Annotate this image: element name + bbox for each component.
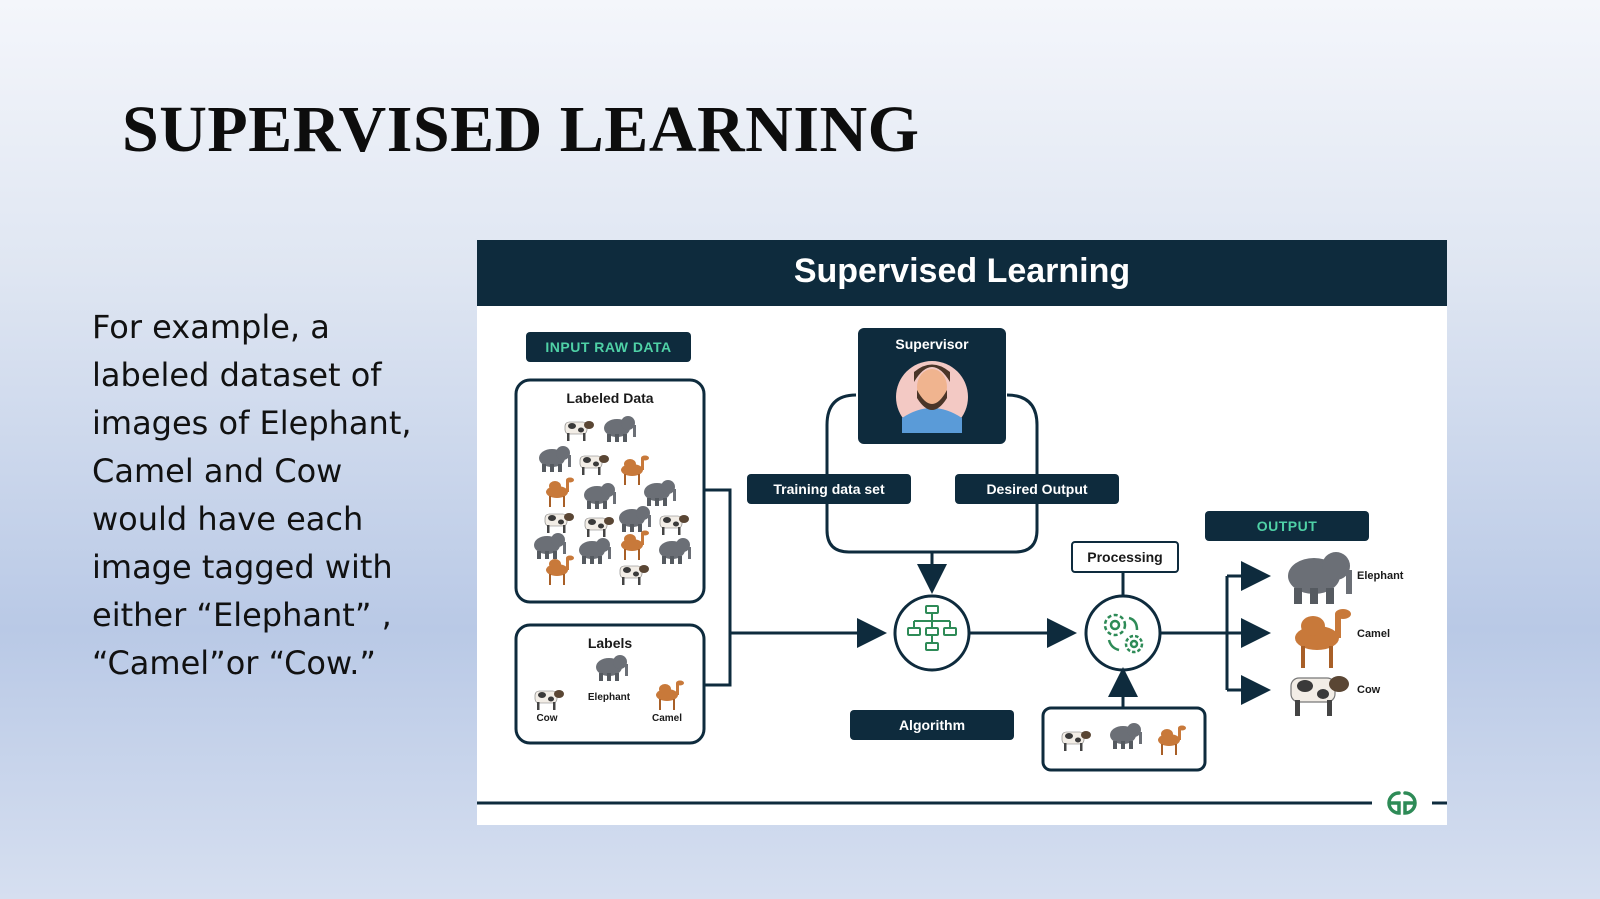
slide-body-text: For example, a labeled dataset of images…	[92, 308, 412, 682]
output-cow-label: Cow	[1357, 684, 1381, 696]
diagram-graphics	[477, 328, 1447, 815]
input-raw-data-tag: INPUT RAW DATA	[526, 332, 691, 362]
flowchart-icon	[907, 605, 957, 651]
label-cow: Cow	[536, 713, 558, 724]
algorithm-circle	[893, 594, 971, 672]
gfg-logo-icon	[1387, 791, 1417, 815]
slide-title: SUPERVISED LEARNING	[122, 93, 920, 166]
label-camel: Camel	[651, 713, 682, 724]
algorithm-tag: Algorithm	[850, 710, 1014, 740]
desired-output-tag: Desired Output	[955, 474, 1119, 504]
output-camel-label: Camel	[1357, 628, 1391, 640]
processing-label: Processing	[1071, 541, 1179, 573]
gears-icon	[1103, 613, 1144, 654]
labels-title: Labels	[587, 635, 633, 651]
output-elephant-icon	[1288, 552, 1352, 604]
training-data-tag: Training data set	[747, 474, 911, 504]
supervisor-avatar-icon	[896, 361, 968, 433]
output-tag: OUTPUT	[1205, 511, 1369, 541]
supervised-learning-diagram: Supervised Learning	[477, 240, 1447, 825]
label-elephant: Elephant	[587, 692, 631, 703]
supervisor-label: Supervisor	[895, 336, 969, 352]
output-cow-icon	[1290, 675, 1350, 717]
labeled-data-title: Labeled Data	[566, 390, 654, 406]
diagram-title: Supervised Learning	[477, 240, 1447, 306]
output-elephant-label: Elephant	[1357, 570, 1404, 582]
processing-circle	[1084, 594, 1162, 672]
output-camel-icon	[1295, 609, 1351, 668]
